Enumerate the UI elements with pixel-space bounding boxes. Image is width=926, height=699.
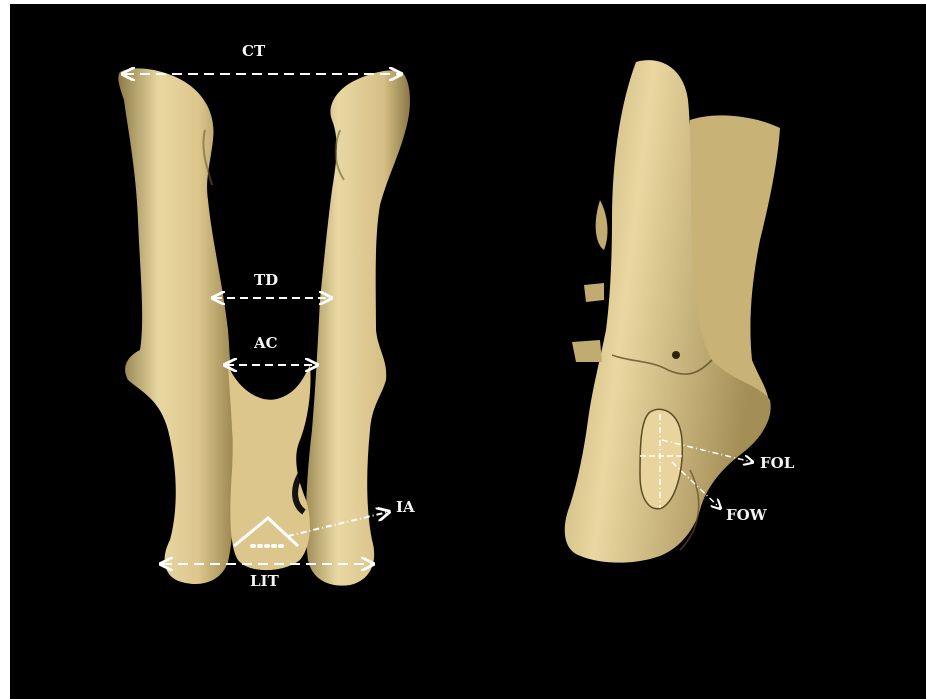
left-limb [118, 68, 233, 584]
label-td: TD [254, 271, 278, 289]
label-ac: AC [253, 334, 278, 352]
label-fow: FOW [726, 506, 768, 524]
small-process-3 [572, 340, 602, 362]
label-ct: CT [242, 42, 266, 60]
small-process-1 [596, 200, 608, 250]
small-process-2 [584, 283, 604, 302]
label-lit: LIT [250, 572, 280, 590]
left-bone-view [118, 68, 410, 585]
label-fol: FOL [760, 454, 795, 472]
label-ia: IA [396, 498, 415, 516]
right-bone-view [565, 60, 780, 562]
right-limb [306, 70, 410, 585]
